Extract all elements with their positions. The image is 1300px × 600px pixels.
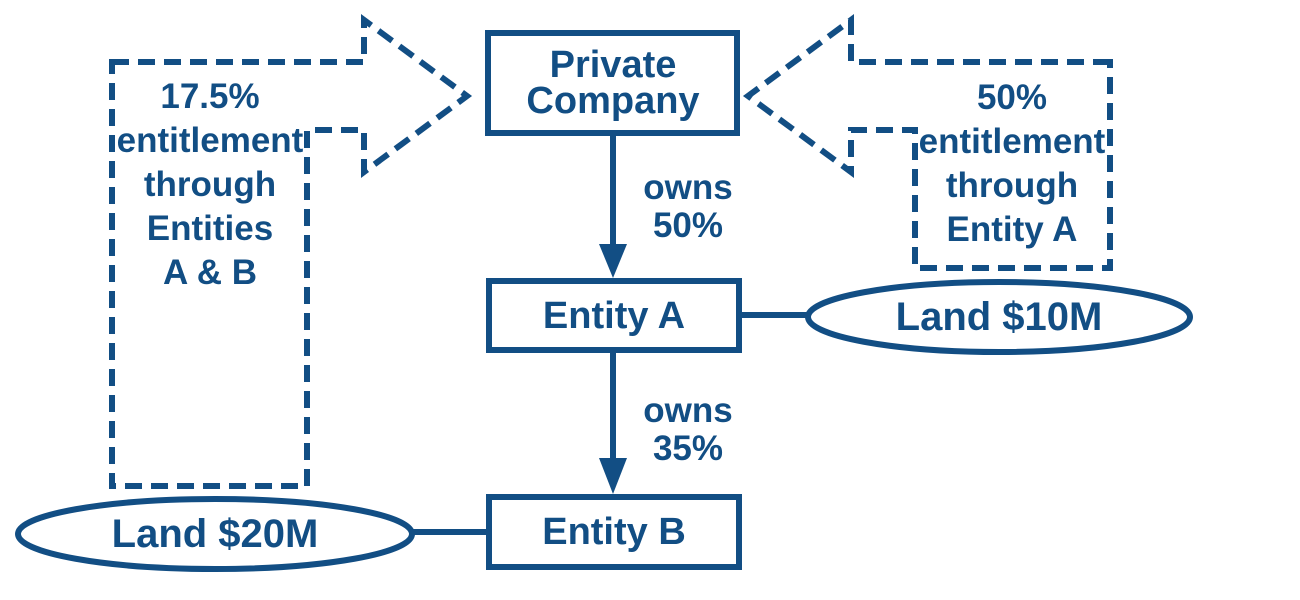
label-line: through bbox=[945, 166, 1079, 205]
land-10m-label: Land $10M bbox=[895, 295, 1103, 339]
label-line: owns bbox=[643, 168, 733, 207]
entity-b-label: Entity B bbox=[542, 511, 686, 553]
entitlement-callout-right-text: 50% entitlement through Entity A bbox=[919, 76, 1106, 252]
entitlement-callout-left-text: 17.5% entitlement through Entities A & B bbox=[117, 75, 304, 295]
label-line: through bbox=[143, 165, 277, 204]
private-company-box bbox=[485, 30, 740, 136]
entity-a-label: Entity A bbox=[542, 295, 686, 337]
private-company-label: Private Company bbox=[526, 44, 700, 122]
entitlement-callout-left-shape bbox=[109, 14, 473, 489]
label-line: owns bbox=[643, 391, 733, 430]
land-20m-label: Land $20M bbox=[111, 512, 319, 556]
land-10m-ellipse bbox=[805, 279, 1193, 355]
label-line: Private bbox=[549, 44, 677, 86]
entitlement-callout-right-shape bbox=[742, 14, 1113, 271]
label-line: 17.5% bbox=[160, 77, 260, 116]
label-line: 50% bbox=[976, 78, 1048, 117]
label-line: Entity A bbox=[946, 210, 1078, 249]
label-line: A & B bbox=[163, 253, 257, 292]
land-20m-ellipse bbox=[15, 496, 415, 572]
label-line: entitlement bbox=[918, 122, 1106, 161]
owns-35-arrowhead bbox=[599, 458, 627, 494]
label-line: Entities bbox=[146, 209, 274, 248]
label-line: Company bbox=[526, 80, 700, 122]
owns-50-arrowhead bbox=[599, 244, 627, 278]
label-line: entitlement bbox=[116, 121, 304, 160]
label-line: 35% bbox=[652, 429, 724, 468]
owns-35-label: owns 35% bbox=[643, 392, 732, 468]
owns-50-label: owns 50% bbox=[643, 169, 732, 245]
label-line: 50% bbox=[652, 206, 724, 245]
